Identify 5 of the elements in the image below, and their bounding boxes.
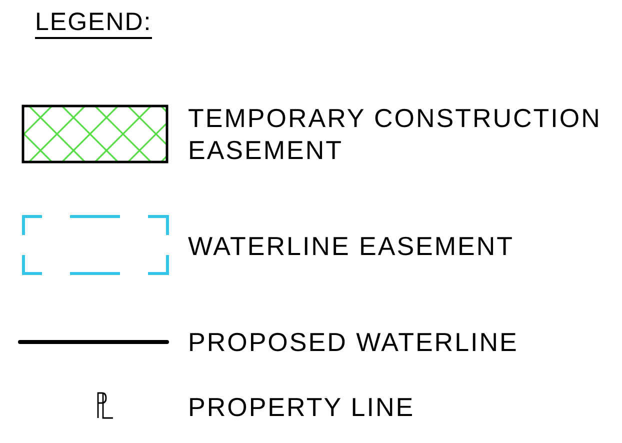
legend-label: WATERLINE EASEMENT — [188, 230, 516, 262]
legend-label: PROPERTY LINE — [188, 391, 416, 423]
legend-title: LEGEND: — [35, 8, 152, 39]
legend-label: PROPOSED WATERLINE — [188, 326, 520, 358]
legend-label: TEMPORARY CONSTRUCTION EASEMENT — [188, 102, 602, 166]
